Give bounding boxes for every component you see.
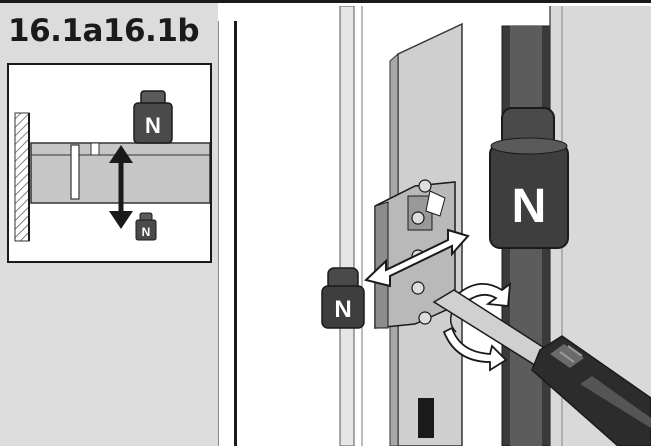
small-weight-letter: N [142,225,151,239]
rotate-arrow-icon [442,282,512,372]
wall-hatch [14,112,30,242]
screwdriver-icon [432,289,651,446]
large-weight-letter-main: N [512,180,547,233]
cabinet-side-left [339,6,355,446]
step-number: 16.1a16.1b [8,13,200,49]
inset-diagram: N N [14,90,210,242]
left-right-arrow-icon [363,228,470,288]
large-weight-letter: N [145,113,161,138]
hinge-screw-illustration: N N [240,6,651,446]
up-down-arrow-icon [109,145,133,229]
main-diagram: N N [321,6,651,446]
hinge-adjustment-inset: N N [7,63,212,263]
panel-divider [234,21,237,446]
door-slot [418,398,434,438]
hinge-slot [70,144,80,200]
large-weight-icon-main [489,107,569,249]
large-weight-icon [133,90,173,144]
panel-divider-thin [218,21,219,446]
small-weight-letter-main: N [334,296,351,323]
small-weight-icon-main [321,267,365,329]
small-weight-icon [135,212,157,241]
